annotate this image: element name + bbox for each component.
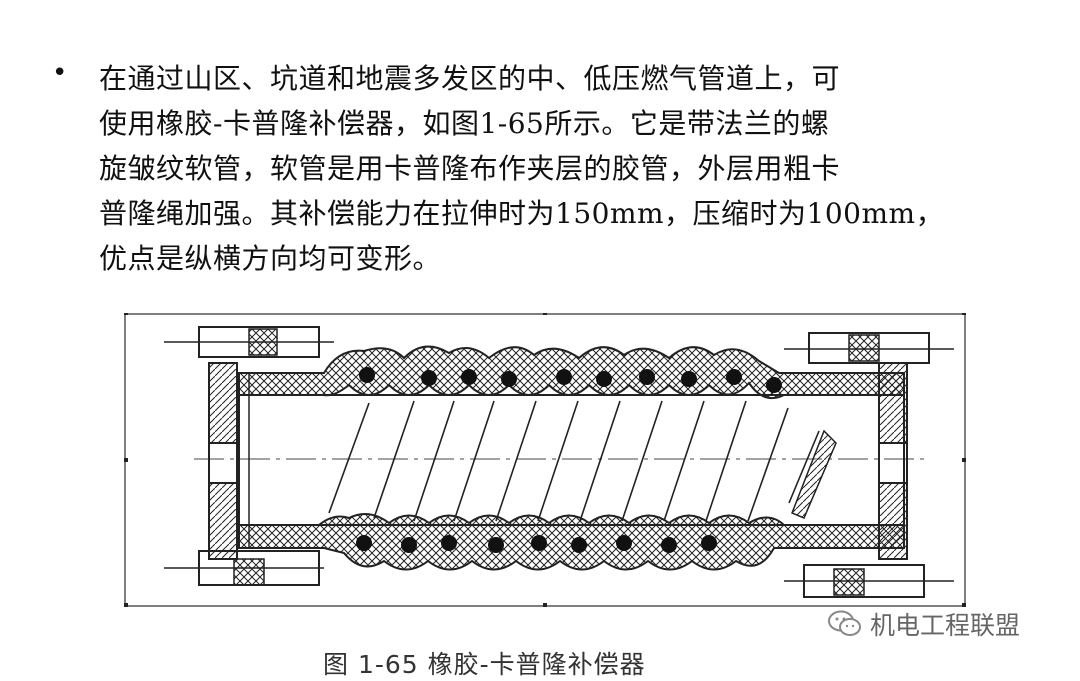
wechat-icon [828, 610, 861, 636]
paragraph-line: 普隆绳加强。其补偿能力在拉伸时为150mm，压缩时为100mm， [99, 197, 945, 230]
figure-caption: 图 1-65 橡胶-卡普隆补偿器 [323, 650, 646, 679]
paragraph-line: 使用橡胶-卡普隆补偿器，如图1-65所示。它是带法兰的螺 [99, 107, 830, 140]
paragraph-line: 在通过山区、坑道和地震多发区的中、低压燃气管道上，可 [99, 62, 841, 95]
watermark-text: 机电工程联盟 [870, 611, 1021, 640]
helix-end-cut [791, 429, 837, 519]
compensator-drawing [124, 313, 966, 607]
bullet-marker: • [52, 58, 68, 88]
frame-handles [124, 313, 966, 607]
paragraph-line: 优点是纵横方向均可变形。 [99, 242, 442, 275]
left-flange [164, 326, 334, 586]
paragraph-line: 旋皱纹软管，软管是用卡普隆布作夹层的胶管，外层用粗卡 [99, 152, 841, 185]
right-flange [784, 332, 954, 598]
reinforcement-cords [356, 367, 782, 553]
helix-lines [328, 400, 820, 522]
paragraph: 在通过山区、坑道和地震多发区的中、低压燃气管道上，可 使用橡胶-卡普隆补偿器，如… [99, 56, 1074, 281]
upper-corrugation [238, 345, 905, 399]
watermark: 机电工程联盟 [828, 606, 1020, 642]
lower-corrugation [238, 513, 905, 571]
